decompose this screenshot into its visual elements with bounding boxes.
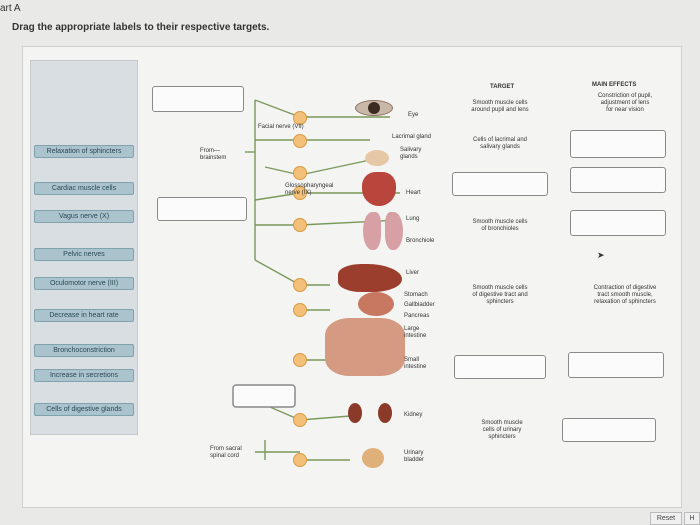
eye-label: Eye bbox=[408, 112, 419, 118]
help-button[interactable]: H bbox=[684, 512, 700, 525]
drop-target-heart-effect[interactable] bbox=[570, 167, 666, 193]
target-lacrimal-text: Cells of lacrimal and salivary glands bbox=[472, 137, 528, 150]
drop-target-lung-effect[interactable] bbox=[570, 210, 666, 236]
ganglion-liver bbox=[293, 278, 307, 292]
reset-button[interactable]: Reset bbox=[650, 512, 682, 525]
from-brainstem-label: From— brainstem bbox=[200, 148, 227, 161]
pancreas-label: Pancreas bbox=[404, 313, 430, 319]
drop-target-bladder-effect[interactable] bbox=[562, 418, 656, 442]
from-sacral-label: From sacral spinal cord bbox=[210, 446, 242, 459]
ganglion-kidney bbox=[293, 413, 307, 427]
lung-right-image bbox=[385, 212, 403, 250]
stomach-image bbox=[358, 292, 394, 316]
effects-column-header: MAIN EFFECTS bbox=[592, 82, 637, 88]
instruction-text: Drag the appropriate labels to their res… bbox=[12, 22, 270, 33]
large-intestine-label: Large intestine bbox=[404, 326, 427, 339]
drop-target-vagus[interactable] bbox=[157, 197, 247, 221]
ganglion-lacrimal bbox=[293, 134, 307, 148]
bronchiole-label: Bronchiole bbox=[406, 238, 435, 244]
bladder-image bbox=[362, 448, 384, 468]
lung-label: Lung bbox=[406, 216, 420, 222]
liver-image bbox=[338, 264, 402, 292]
ganglion-intestine bbox=[293, 353, 307, 367]
lacrimal-label: Lacrimal gland bbox=[392, 134, 432, 140]
kidney-right-image bbox=[378, 403, 392, 423]
ganglion-eye bbox=[293, 111, 307, 125]
pupil-image bbox=[368, 102, 380, 114]
liver-label: Liver bbox=[406, 270, 420, 276]
ganglion-stomach bbox=[293, 303, 307, 317]
salivary-gland-image bbox=[365, 150, 389, 166]
mouse-cursor-icon: ➤ bbox=[597, 250, 605, 260]
ganglion-salivary bbox=[293, 166, 307, 180]
ganglion-lung bbox=[293, 218, 307, 232]
drop-target-eye-nerve[interactable] bbox=[152, 86, 244, 112]
target-bladder-text: Smooth muscle cells of urinary sphincter… bbox=[481, 420, 523, 440]
drag-label-relaxation-of-sphincters[interactable]: Relaxation of sphincters bbox=[34, 145, 134, 158]
drag-label-cells-digestive-glands[interactable]: Cells of digestive glands bbox=[34, 403, 134, 416]
drag-label-vagus-nerve[interactable]: Vagus nerve (X) bbox=[34, 210, 134, 223]
drop-target-intestine-effect[interactable] bbox=[568, 352, 664, 378]
target-lung-text: Smooth muscle cells of bronchioles bbox=[472, 219, 528, 232]
effect-eye-text: Constriction of pupil, adjustment of len… bbox=[597, 93, 653, 113]
kidney-left-image bbox=[348, 403, 362, 423]
lung-left-image bbox=[363, 212, 381, 250]
part-title: art A bbox=[0, 3, 21, 14]
effect-digestive-text: Contraction of digestive tract smooth mu… bbox=[593, 285, 657, 305]
drag-label-cardiac-muscle-cells[interactable]: Cardiac muscle cells bbox=[34, 182, 134, 195]
kidney-label: Kidney bbox=[404, 412, 423, 418]
small-intestine-label: Small intestine bbox=[404, 357, 427, 370]
facial-nerve-label: Facial nerve (VII) bbox=[258, 124, 304, 130]
drag-label-decrease-heart-rate[interactable]: Decrease in heart rate bbox=[34, 309, 134, 322]
target-eye-text: Smooth muscle cells around pupil and len… bbox=[471, 100, 529, 113]
heart-label: Heart bbox=[406, 190, 421, 196]
drop-target-intestine-target[interactable] bbox=[454, 355, 546, 379]
glossopharyngeal-label: Glossopharyngeal nerve (IX) bbox=[285, 183, 334, 196]
intestines-image bbox=[325, 318, 405, 376]
gallbladder-label: Gallbladder bbox=[404, 302, 435, 308]
drop-target-lacrimal-effect[interactable] bbox=[570, 130, 666, 158]
drag-label-increase-secretions[interactable]: Increase in secretions bbox=[34, 369, 134, 382]
drag-label-oculomotor-nerve[interactable]: Oculomotor nerve (III) bbox=[34, 277, 134, 290]
ganglion-bladder bbox=[293, 453, 307, 467]
bladder-label: Urinary bladder bbox=[404, 450, 425, 463]
target-column-header: TARGET bbox=[490, 84, 515, 90]
drag-label-pelvic-nerves[interactable]: Pelvic nerves bbox=[34, 248, 134, 261]
ganglion-heart bbox=[293, 186, 307, 200]
drag-label-bronchoconstriction[interactable]: Bronchoconstriction bbox=[34, 344, 134, 357]
salivary-label: Salivary glands bbox=[400, 147, 422, 160]
heart-image bbox=[362, 172, 396, 206]
target-digestive-text: Smooth muscle cells of digestive tract a… bbox=[472, 285, 528, 305]
stomach-label: Stomach bbox=[404, 292, 428, 298]
drop-target-heart-target[interactable] bbox=[452, 172, 548, 196]
